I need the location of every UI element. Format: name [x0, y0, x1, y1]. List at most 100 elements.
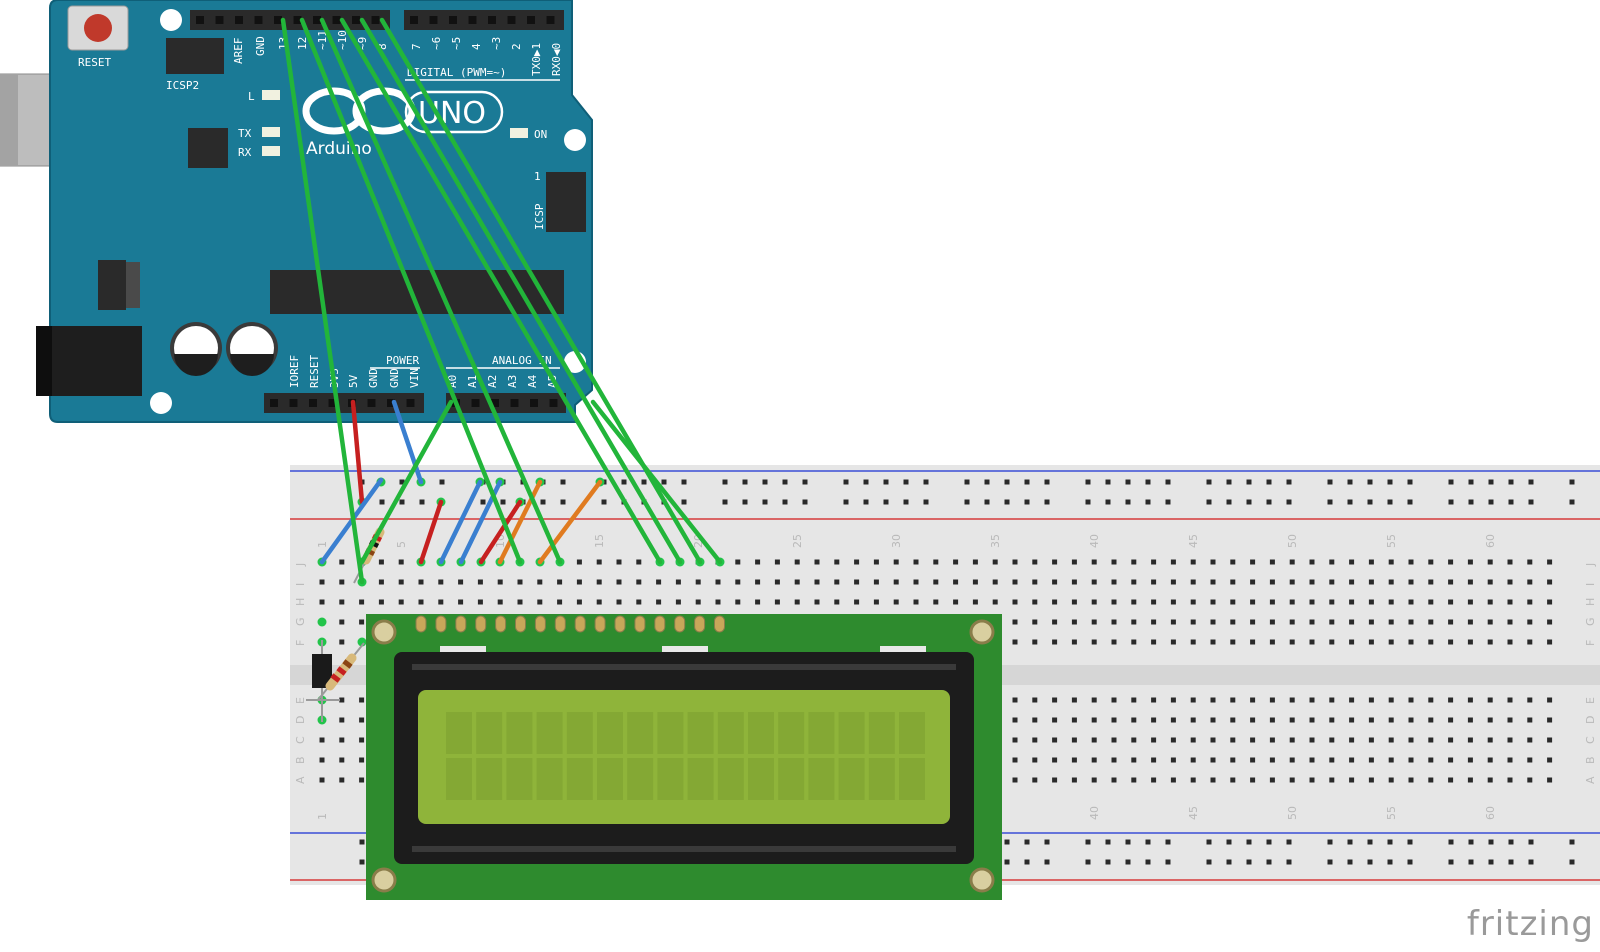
breadboard-hole [1408, 559, 1414, 565]
breadboard-hole [1269, 579, 1275, 585]
breadboard-hole [596, 599, 602, 605]
lcd-character-cell [627, 758, 654, 800]
breadboard-hole [1131, 639, 1137, 645]
breadboard-hole [893, 579, 899, 585]
breadboard-hole [1309, 757, 1315, 763]
breadboard-hole [1131, 559, 1137, 565]
breadboard-rail-hole [742, 499, 748, 505]
breadboard-hole [1210, 777, 1216, 783]
breadboard-hole [1448, 579, 1454, 585]
breadboard-rail-hole [762, 499, 768, 505]
breadboard-hole [1052, 639, 1058, 645]
wire-green [319, 17, 563, 565]
breadboard-rail-hole [379, 499, 385, 505]
breadboard-rail-hole [1468, 859, 1474, 865]
breadboard-rail-hole [1266, 859, 1272, 865]
breadboard-hole [1170, 619, 1176, 625]
breadboard-hole [1111, 579, 1117, 585]
breadboard-hole [517, 579, 523, 585]
breadboard-hole [1032, 697, 1038, 703]
breadboard-hole [339, 757, 345, 763]
breadboard-hole [1309, 717, 1315, 723]
breadboard-hole [1309, 579, 1315, 585]
breadboard-hole [1388, 619, 1394, 625]
breadboard-rail-hole [1347, 499, 1353, 505]
lcd-character-cell [778, 758, 805, 800]
breadboard-hole [1289, 619, 1295, 625]
breadboard-hole [1131, 737, 1137, 743]
breadboard-hole [339, 599, 345, 605]
breadboard-hole [1467, 559, 1473, 565]
lcd-character-cell [627, 712, 654, 754]
breadboard-column-number: 30 [890, 534, 903, 548]
breadboard-hole [1091, 777, 1097, 783]
breadboard-hole [1230, 777, 1236, 783]
breadboard-hole [1210, 559, 1216, 565]
digital-header-right [404, 10, 564, 30]
breadboard-hole [1250, 599, 1256, 605]
digital-pin-label: 8 [376, 43, 389, 50]
breadboard-rail-hole [641, 479, 647, 485]
breadboard-hole [319, 757, 325, 763]
digital-pin-label: 4 [470, 43, 483, 50]
gnd-label: GND [254, 36, 267, 56]
breadboard-row-letter: D [294, 716, 307, 724]
breadboard-hole [1071, 579, 1077, 585]
breadboard-column-number: 45 [1187, 534, 1200, 548]
breadboard-hole [1368, 717, 1374, 723]
led-rx [262, 146, 280, 156]
breadboard-hole [854, 579, 860, 585]
breadboard-hole [1170, 757, 1176, 763]
breadboard-hole [1269, 599, 1275, 605]
breadboard-rail-hole [802, 499, 808, 505]
breadboard-hole [1091, 579, 1097, 585]
breadboard-hole [1487, 639, 1493, 645]
header-pin [468, 16, 477, 24]
analog-pin-label: A2 [486, 375, 499, 388]
breadboard-rail-hole [399, 479, 405, 485]
icsp-header [546, 172, 586, 232]
lcd-bezel-groove [412, 664, 956, 670]
breadboard-hole [893, 559, 899, 565]
breadboard-hole [339, 697, 345, 703]
breadboard-hole [1309, 777, 1315, 783]
breadboard-hole [873, 599, 879, 605]
breadboard-column-number: 1 [316, 813, 329, 820]
breadboard-row-letter: I [1584, 583, 1597, 586]
breadboard-hole [1329, 599, 1335, 605]
voltage-regulator [98, 260, 126, 310]
breadboard-hole [1071, 619, 1077, 625]
breadboard-hole [1269, 737, 1275, 743]
breadboard-hole [1170, 639, 1176, 645]
breadboard-rail-hole [1246, 839, 1252, 845]
reset-button-cap [84, 14, 112, 42]
breadboard-hole [656, 579, 662, 585]
breadboard-hole [1210, 639, 1216, 645]
breadboard-rail-hole [1246, 479, 1252, 485]
analog-pin-label: A3 [506, 375, 519, 388]
breadboard-rail-hole [560, 499, 566, 505]
breadboard-row-letter: A [1584, 776, 1597, 784]
breadboard-hole [1091, 737, 1097, 743]
breadboard-hole [1428, 697, 1434, 703]
breadboard-rail-hole [1508, 859, 1514, 865]
breadboard-rail-hole [964, 499, 970, 505]
header-pin [270, 399, 278, 407]
breadboard-hole [1388, 777, 1394, 783]
breadboard-hole [1151, 737, 1157, 743]
breadboard-hole [1111, 697, 1117, 703]
breadboard-hole [1467, 599, 1473, 605]
breadboard-hole [1052, 579, 1058, 585]
breadboard-hole [319, 777, 325, 783]
breadboard-hole [1329, 579, 1335, 585]
breadboard-hole [1547, 599, 1553, 605]
breadboard-hole [1527, 737, 1533, 743]
breadboard-rail-hole [1145, 859, 1151, 865]
wire-orange [537, 479, 603, 565]
digital-header-left [190, 10, 390, 30]
breadboard-hole [1250, 639, 1256, 645]
breadboard-hole [1408, 599, 1414, 605]
breadboard-hole [1289, 599, 1295, 605]
lcd-character-cell [657, 758, 684, 800]
lcd-pin [654, 615, 666, 633]
